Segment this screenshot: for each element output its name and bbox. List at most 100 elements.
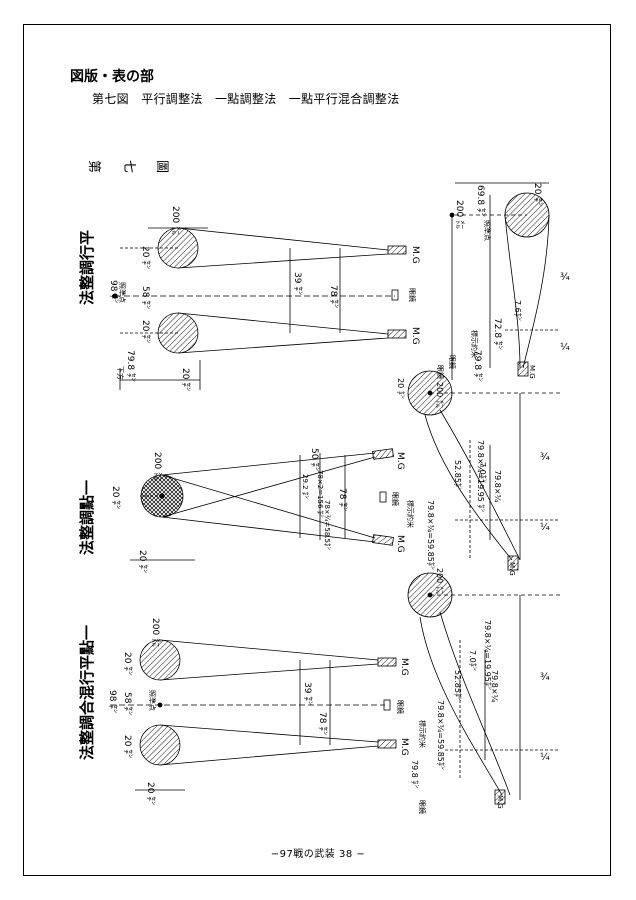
label-20cm-c: 20 ㌢: [145, 782, 157, 805]
label-7-6cm: 7.6㌢: [513, 300, 523, 321]
label-aim: 照準点: [148, 690, 157, 711]
label-59-85: 79.8×¾=59.85㌢: [436, 700, 446, 770]
mg: [494, 789, 506, 805]
label-19-95: 79.8×¼=19.95㌢: [483, 620, 493, 690]
figure-caption: 第七図 平行調整法 一點調整法 一點平行混合調整法: [92, 92, 400, 106]
label-20cm-a: 20 ㌢: [122, 652, 134, 675]
label-72-8cm: 72.8 ㌢: [492, 318, 504, 350]
label-mirror: 眼鏡: [396, 700, 405, 714]
label-20cm-c: 20 ㌢: [180, 368, 192, 391]
label-98cm: 98 ㌢: [108, 280, 120, 303]
figure-label: 第 七 圖: [86, 160, 169, 173]
panel-mixed-title: 法整調合混行平點一: [78, 625, 96, 760]
mg: [507, 555, 519, 571]
panel-right-top-text: 200 ㍍ 69.8 ㌢ 20 ㌢ 照準点 7.6㌢ 72.8 ㌢ 標示約米 7…: [448, 183, 570, 382]
panel-right-mid-text: 20 ㌢ 200 ㍍ 79.8×¼=19.95 ㌢ 52.85㌢ 7.0㌢ 79…: [396, 365, 550, 576]
label-39cm: 39 ㌢: [292, 272, 304, 295]
mg-lower: [372, 534, 394, 546]
mg: [517, 361, 529, 377]
label-39cm: 39 ㌢: [302, 682, 314, 705]
label-frac14: ¼: [560, 341, 570, 353]
label-19-95: 79.8×¼=19.95 ㌢: [476, 440, 486, 512]
page-footer: −97戦の武装 38 −: [270, 849, 366, 860]
label-mg-upper: M.G: [410, 246, 420, 264]
label-mg: M.G: [496, 795, 504, 809]
panel-point-text: 法整調點一 200 ㍍ 20 ㌢ 20 ㌢ 50 ㌢ 29.2 ㌢ 78 ㌢ 7…: [78, 448, 405, 573]
label-200m: 200 ㍍: [435, 568, 445, 594]
mg-upper: [387, 245, 407, 255]
label-mirror: 眼鏡: [448, 355, 457, 369]
panel-mixed-text: 法整調合混行平點一 200 ㍍ 20 ㌢ 98 ㌢ 58 ㌢ 39 ㌢ 78 ㌢…: [78, 618, 409, 805]
panel-parallel-title: 法整調行平: [78, 230, 96, 305]
target-circle-lower: [139, 724, 181, 766]
label-78x: 78×2=156 ㌢: [316, 470, 325, 518]
label-79x: 79.8×¾: [493, 470, 502, 503]
label-20cm: 20 ㌢: [396, 378, 406, 399]
label-mg: M.G: [508, 562, 516, 576]
label-20cm: 20 ㌢: [532, 183, 544, 206]
label-mirror: 眼鏡: [408, 288, 417, 302]
label-58cm: 58 ㌢: [122, 692, 134, 715]
section-title: 図版・表の部: [70, 69, 154, 85]
label-mg-upper: M.G: [395, 452, 405, 470]
label-mg-lower: M.G: [395, 535, 405, 553]
label-78y: 78×¾=58.5㌢: [323, 500, 332, 550]
label-mg-lower: M.G: [399, 738, 409, 756]
panel-point: [130, 448, 394, 561]
label-200m: 200 ㍍: [150, 618, 162, 647]
label-mirror: 眼鏡: [436, 365, 445, 379]
label-20cm-b: 20 ㌢: [140, 320, 152, 343]
label-frac34: ¾: [540, 672, 550, 683]
label-frac14: ¼: [540, 521, 550, 533]
panel-mixed: [110, 639, 397, 791]
label-aim: 照準点: [118, 282, 127, 303]
label-7cm: 7.0㌢: [468, 650, 478, 671]
label-79-8cm: 79.8 ㌢: [125, 350, 137, 382]
label-aim: 照準点: [483, 220, 492, 241]
label-52-85: 52.85㌢: [453, 460, 463, 491]
panel-point-title: 法整調點一: [78, 480, 96, 555]
label-frac14: ¼: [540, 751, 550, 763]
panel-right-top: [449, 182, 560, 380]
panel-right-mid: [407, 370, 560, 571]
panel-right-bot: [407, 572, 560, 805]
label-200m: 200 ㍍: [170, 206, 182, 235]
label-79-8cm: 79.8 ㌢: [410, 760, 420, 788]
label-78cm: 78 ㌢: [337, 488, 349, 511]
label-200m: 200 ㍍: [435, 382, 445, 408]
label-98cm: 98 ㌢: [107, 690, 119, 713]
label-20cm-a: 20 ㌢: [140, 246, 152, 269]
label-mirror: 眼鏡: [391, 492, 400, 506]
mg-lower: [387, 329, 407, 339]
label-200m: 200 ㍍: [152, 452, 164, 481]
mg-lower: [377, 739, 397, 749]
label-79x: 79.8×¼: [490, 670, 499, 703]
mirror: [379, 491, 387, 503]
mg-upper: [372, 448, 394, 460]
label-mark: 標示約米: [470, 330, 479, 358]
page-frame: [23, 24, 611, 876]
label-mark: 標示約米: [406, 500, 415, 528]
label-7cm: 7.0㌢: [478, 462, 488, 483]
label-mg: M.G: [528, 365, 536, 379]
label-78cm: 78 ㌢: [328, 285, 340, 308]
label-50cm: 50 ㌢: [309, 448, 321, 471]
label-frac34: ¾: [540, 452, 550, 463]
label-200m: 200 ㍍: [454, 200, 466, 229]
label-78cm: 78 ㌢: [317, 712, 329, 735]
label-mg-lower: M.G: [410, 327, 420, 345]
mirror: [391, 289, 399, 301]
label-20cm-bot: 20 ㌢: [137, 550, 149, 573]
label-mark: 標示約米: [418, 720, 427, 748]
panel-right-bot-text: 200 ㍍ 79.8×¼=19.95㌢ 7.0㌢ 52.85㌢ 79.8×¼ 7…: [410, 568, 550, 814]
label-mirror: 眼鏡: [418, 800, 427, 814]
label-20cm-b: 20 ㌢: [122, 735, 134, 758]
label-69-8cm: 69.8 ㌢: [475, 185, 487, 217]
label-52-85: 52.85㌢: [453, 670, 463, 701]
label-frac34: ¾: [560, 272, 570, 283]
label-79-8cm: 79.8 ㌢: [472, 350, 484, 382]
label-20cm-left: 20 ㌢: [110, 486, 122, 509]
figure-label-1: 第: [86, 160, 101, 173]
figure-label-2: 七: [121, 160, 136, 173]
